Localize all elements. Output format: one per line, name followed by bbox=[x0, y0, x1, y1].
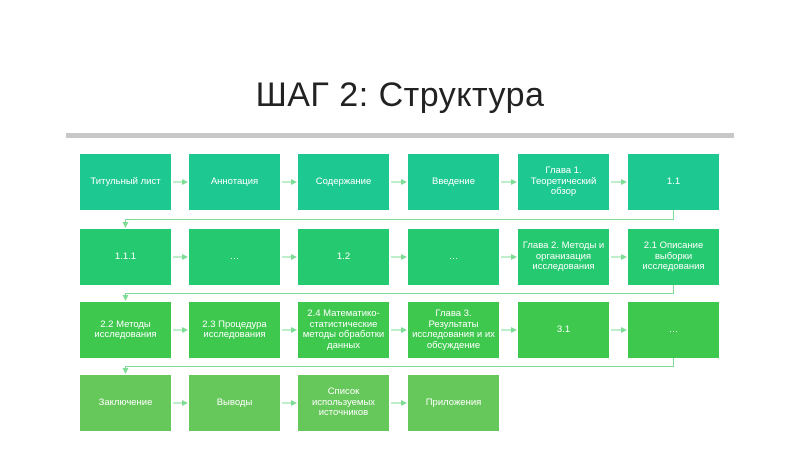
row-wrap-arrow bbox=[122, 358, 674, 374]
row-wrap-arrow bbox=[122, 210, 674, 228]
flow-step-box: Выводы bbox=[189, 375, 280, 431]
flow-step-box: 2.2 Методы исследования bbox=[80, 302, 171, 358]
flow-step-box: 2.4 Математико-статистические методы обр… bbox=[298, 302, 389, 358]
flow-step-box: Введение bbox=[408, 154, 499, 210]
flow-step-box: Содержание bbox=[298, 154, 389, 210]
flow-step-box: Титульный лист bbox=[80, 154, 171, 210]
row-wrap-arrow bbox=[122, 285, 674, 301]
title-divider bbox=[66, 133, 734, 138]
page-title: ШАГ 2: Структура bbox=[255, 76, 545, 114]
flow-step-box: Приложения bbox=[408, 375, 499, 431]
flow-step-box: Заключение bbox=[80, 375, 171, 431]
flow-step-box: 1.2 bbox=[298, 229, 389, 285]
flow-step-box: Список используемых источников bbox=[298, 375, 389, 431]
flow-step-box: Аннотация bbox=[189, 154, 280, 210]
flow-step-box: 2.3 Процедура исследования bbox=[189, 302, 280, 358]
flow-step-box: 2.1 Описание выборки исследования bbox=[628, 229, 719, 285]
flow-step-box: Глава 3. Результаты исследования и их об… bbox=[408, 302, 499, 358]
flow-step-box: 1.1.1 bbox=[80, 229, 171, 285]
flow-step-box: 1.1 bbox=[628, 154, 719, 210]
flow-step-box: Глава 1. Теоретический обзор bbox=[518, 154, 609, 210]
flow-step-box: … bbox=[408, 229, 499, 285]
flow-step-box: 3.1 bbox=[518, 302, 609, 358]
flow-step-box: Глава 2. Методы и организация исследован… bbox=[518, 229, 609, 285]
flow-step-box: … bbox=[628, 302, 719, 358]
flow-step-box: … bbox=[189, 229, 280, 285]
